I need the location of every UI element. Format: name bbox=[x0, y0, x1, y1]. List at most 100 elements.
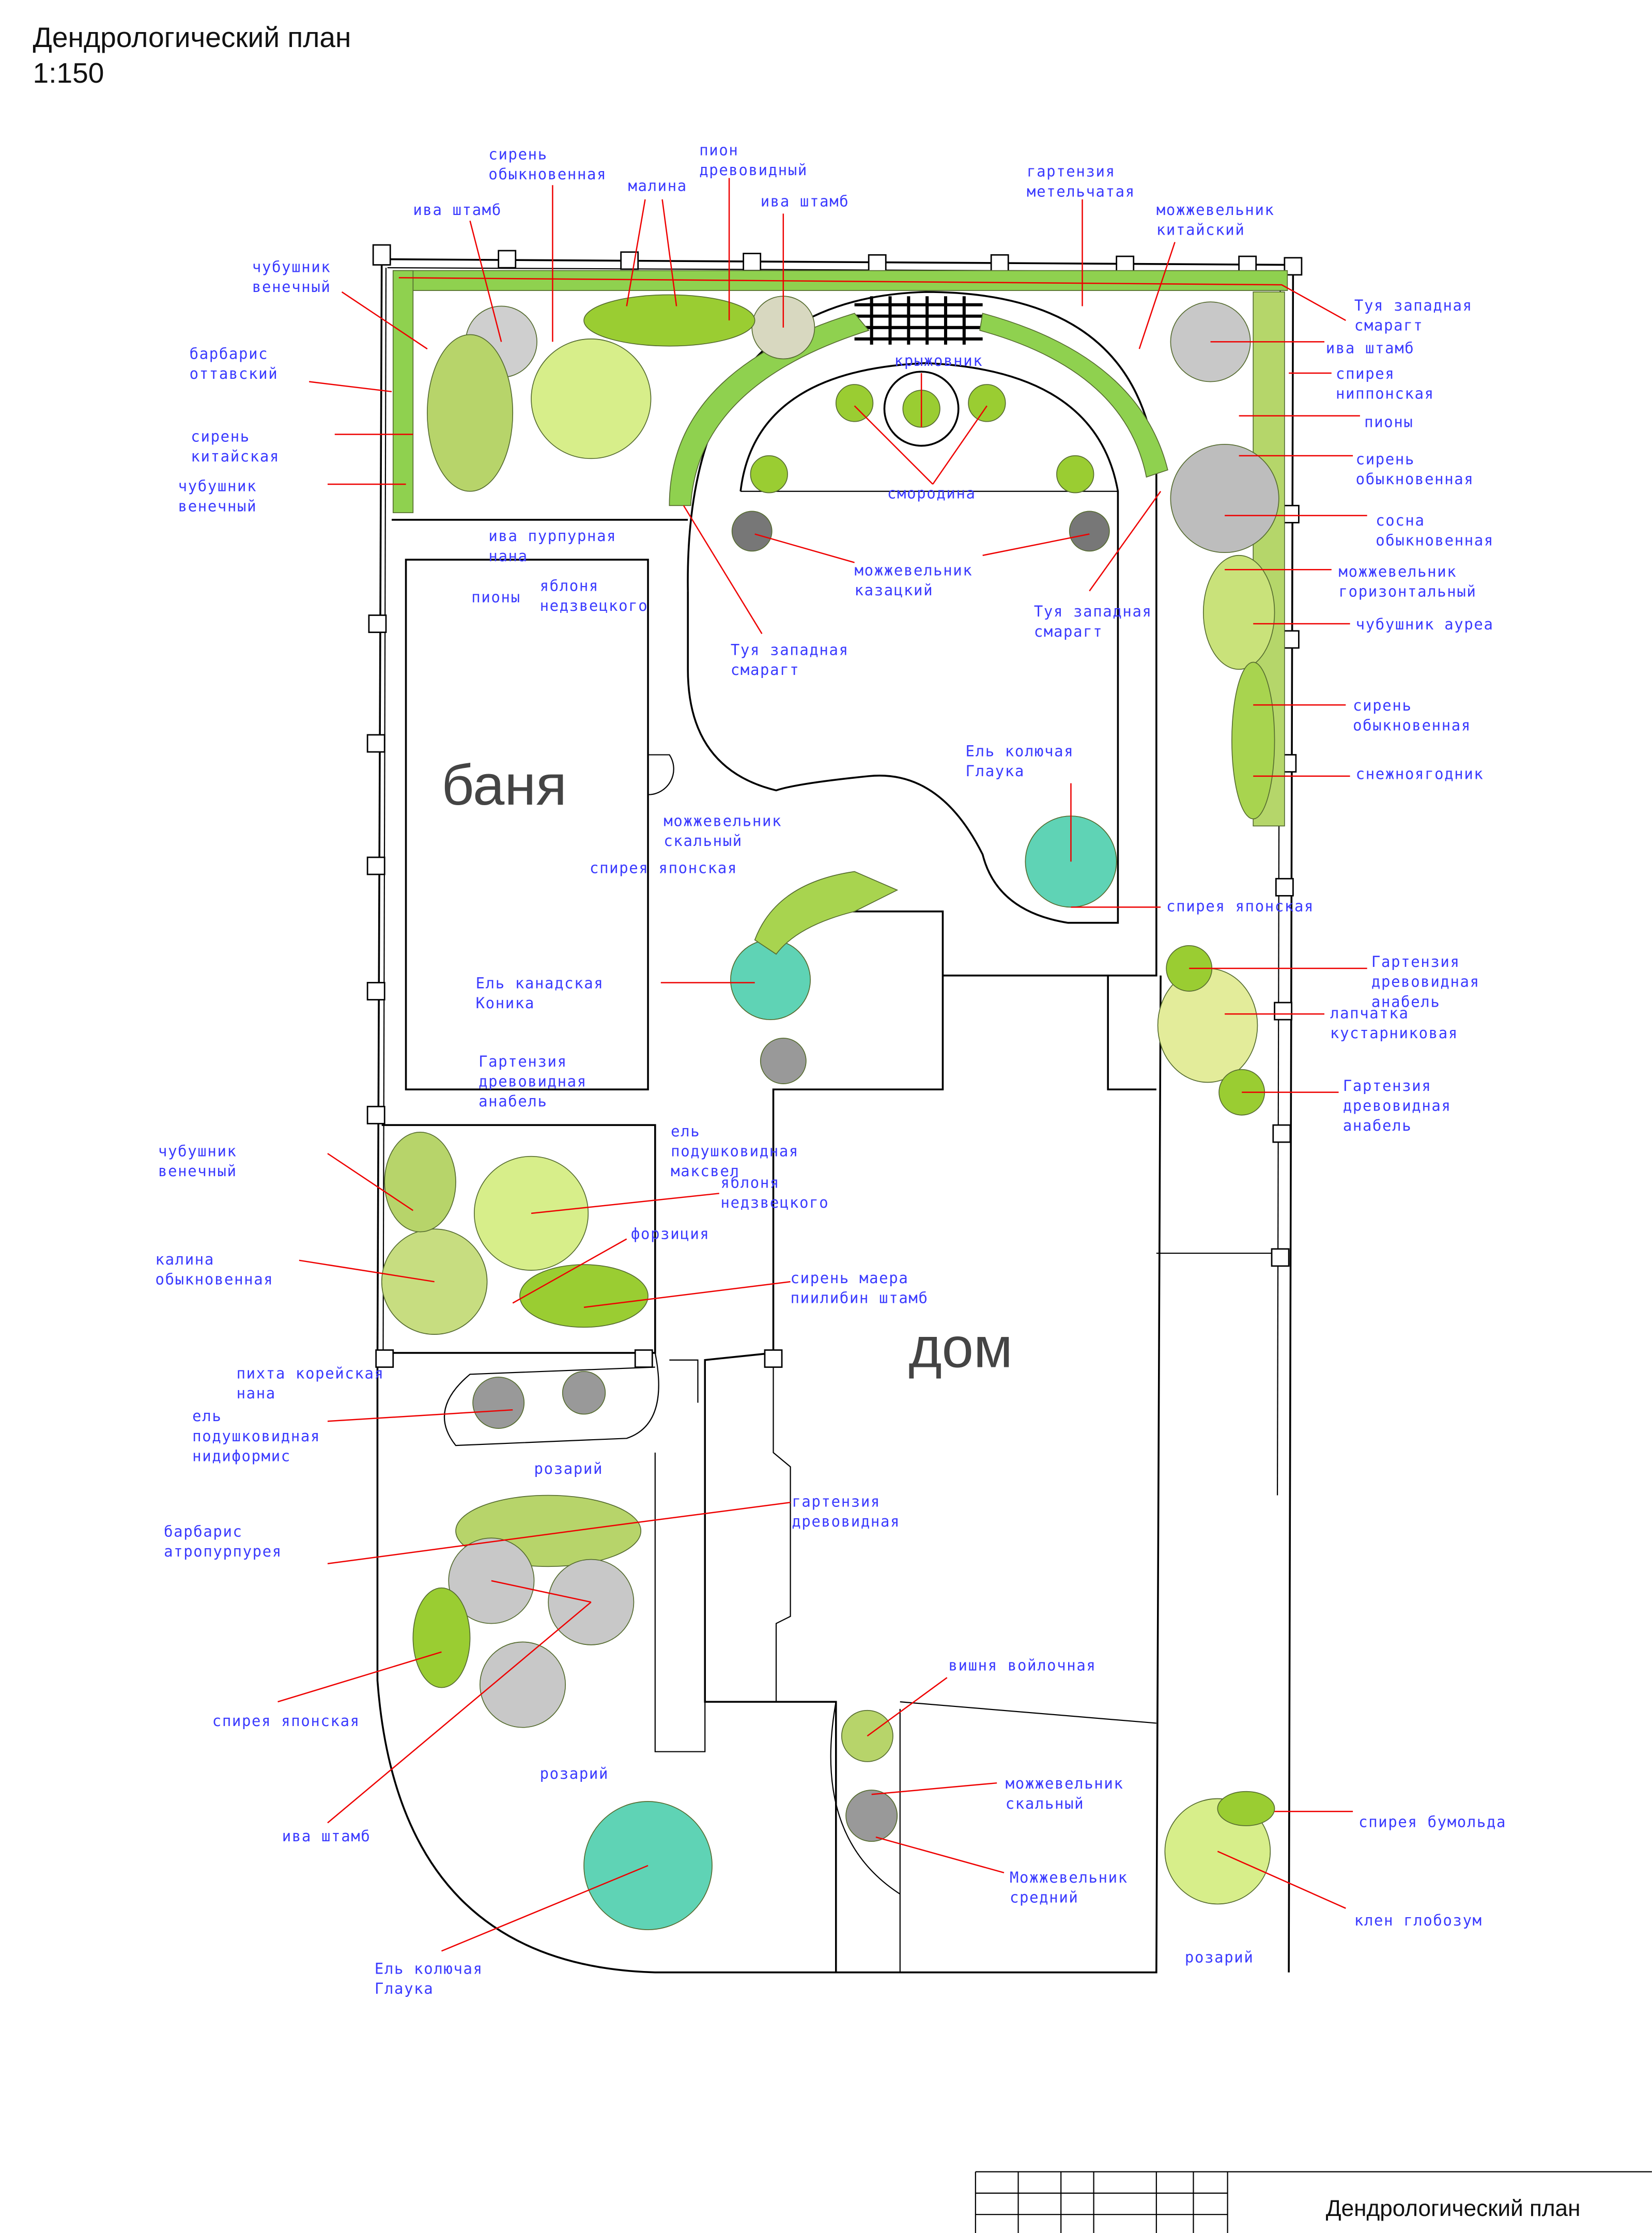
plant-label-line: максвел bbox=[671, 1162, 739, 1180]
plant-label-line: сирень bbox=[1353, 697, 1412, 714]
plant-label-line: нана bbox=[237, 1384, 276, 1402]
plant-label-line: китайский bbox=[1156, 221, 1245, 239]
currant bbox=[835, 384, 874, 422]
plant-label: барбарис атропурпурея bbox=[164, 1522, 282, 1560]
bath-label: баня bbox=[441, 753, 566, 817]
plant-label-line: гартензия bbox=[1027, 163, 1116, 180]
plant-label-line: ива штамб bbox=[413, 201, 502, 219]
plant-label-line: Туя западная bbox=[1354, 297, 1473, 314]
plant-label: розарий bbox=[1185, 1948, 1253, 1966]
plant-label-line: барбарис bbox=[164, 1522, 243, 1540]
plant-label: чубушник венечный bbox=[252, 258, 331, 296]
plant-label: вишня войлочная bbox=[948, 1656, 1096, 1674]
plant-label-line: горизонтальный bbox=[1339, 583, 1477, 600]
title-block: Дендрологический план bbox=[975, 2171, 1652, 2233]
plant-label-line: нидиформис bbox=[192, 1447, 291, 1465]
bath-building bbox=[405, 559, 649, 1090]
plant-label-line: сирень маера bbox=[791, 1269, 909, 1287]
plant-label-line: ива пурпурная bbox=[488, 527, 616, 545]
plant-label-line: смородина bbox=[887, 485, 976, 502]
plant-label-line: розарий bbox=[534, 1460, 603, 1477]
plant-label-line: вишня войлочная bbox=[948, 1656, 1096, 1674]
plant-label-line: подушковидная bbox=[671, 1143, 799, 1160]
plant-label-line: ива штамб bbox=[282, 1827, 371, 1845]
plant-label-line: древовидная bbox=[1343, 1097, 1452, 1114]
plant-label: гартензия метельчатая bbox=[1027, 163, 1135, 201]
plant-label-line: обыкновенная bbox=[1376, 531, 1494, 549]
plant-label-line: пионы bbox=[471, 589, 520, 606]
plant-label-line: спирея японская bbox=[212, 1712, 360, 1730]
plant-label-line: недзвецкого bbox=[540, 597, 649, 614]
plant-label-line: ива штамб bbox=[1326, 339, 1415, 357]
pine bbox=[1170, 443, 1279, 553]
plant-labels: сиреньобыкновеннаяпиондревовидныймалинаи… bbox=[156, 141, 1506, 1997]
plant-label-line: ива штамб bbox=[761, 193, 850, 210]
plant-label: Туя западная смарагт bbox=[731, 641, 849, 679]
plant-label-line: анабель bbox=[478, 1092, 547, 1110]
plant-label-line: крыжовник bbox=[894, 352, 983, 369]
plant-label-line: смарагт bbox=[731, 661, 799, 679]
plant-label-line: чубушник bbox=[252, 258, 331, 275]
house-label: дом bbox=[908, 1316, 1012, 1380]
plant-label-line: можжевельник bbox=[663, 812, 782, 829]
plan-title: Дендрологический план bbox=[33, 21, 351, 53]
plant-label: снежноягодник bbox=[1356, 765, 1484, 782]
plant-label-line: анабель bbox=[1371, 993, 1440, 1010]
plant-label-line: сирень bbox=[1356, 450, 1415, 468]
plant-label: малина bbox=[628, 177, 687, 194]
plant-label-line: спирея японская bbox=[590, 859, 737, 876]
canadian-spruce bbox=[730, 939, 811, 1020]
plant-label-line: смарагт bbox=[1354, 316, 1423, 334]
plant-label-line: Глаука bbox=[375, 1980, 434, 1997]
plant-label-line: Туя западная bbox=[731, 641, 849, 659]
plant-label-line: древовидная bbox=[478, 1073, 587, 1090]
shrub bbox=[1231, 661, 1275, 820]
plant-label-line: метельчатая bbox=[1027, 182, 1135, 200]
plant-label-line: Гартензия bbox=[1343, 1077, 1432, 1095]
plan-scale: 1:150 bbox=[33, 57, 104, 89]
plant-label-line: Коника bbox=[476, 994, 535, 1012]
plantings bbox=[381, 270, 1288, 1930]
plant-label-line: сосна bbox=[1376, 512, 1425, 529]
plant-label-line: древовидная bbox=[1371, 973, 1480, 991]
plant-label-line: пион bbox=[699, 141, 738, 159]
plant-label-line: венечный bbox=[178, 497, 257, 515]
plant-label-line: яблоня bbox=[540, 577, 599, 595]
plant-label-line: китайская bbox=[191, 448, 280, 465]
plant-label: спирея японская bbox=[1166, 898, 1313, 915]
plant-label-line: пихта корейская bbox=[237, 1365, 384, 1382]
plant-label-line: атропурпурея bbox=[164, 1543, 282, 1560]
plant-label-line: можжевельник bbox=[855, 561, 973, 579]
plant-label: сосна обыкновенная bbox=[1376, 512, 1494, 549]
plant-label-line: малина bbox=[628, 177, 687, 194]
plant-label-line: венечный bbox=[158, 1162, 237, 1180]
plant-label-line: форзиция bbox=[631, 1225, 710, 1242]
juniper bbox=[731, 511, 773, 552]
plant-label-line: пионы bbox=[1364, 413, 1413, 431]
plant-label: спирея японская bbox=[590, 859, 737, 876]
plant-label-line: спирея бумольда bbox=[1358, 1813, 1506, 1831]
plant-label-line: снежноягодник bbox=[1356, 765, 1484, 782]
plant-label-line: венечный bbox=[252, 278, 331, 296]
plant-label: чубушник ауреа bbox=[1356, 615, 1493, 633]
plant-label-line: клен глобозум bbox=[1354, 1912, 1483, 1929]
site-boundary: баня дом bbox=[366, 244, 1303, 1974]
plant-label-line: ниппонская bbox=[1336, 385, 1434, 403]
